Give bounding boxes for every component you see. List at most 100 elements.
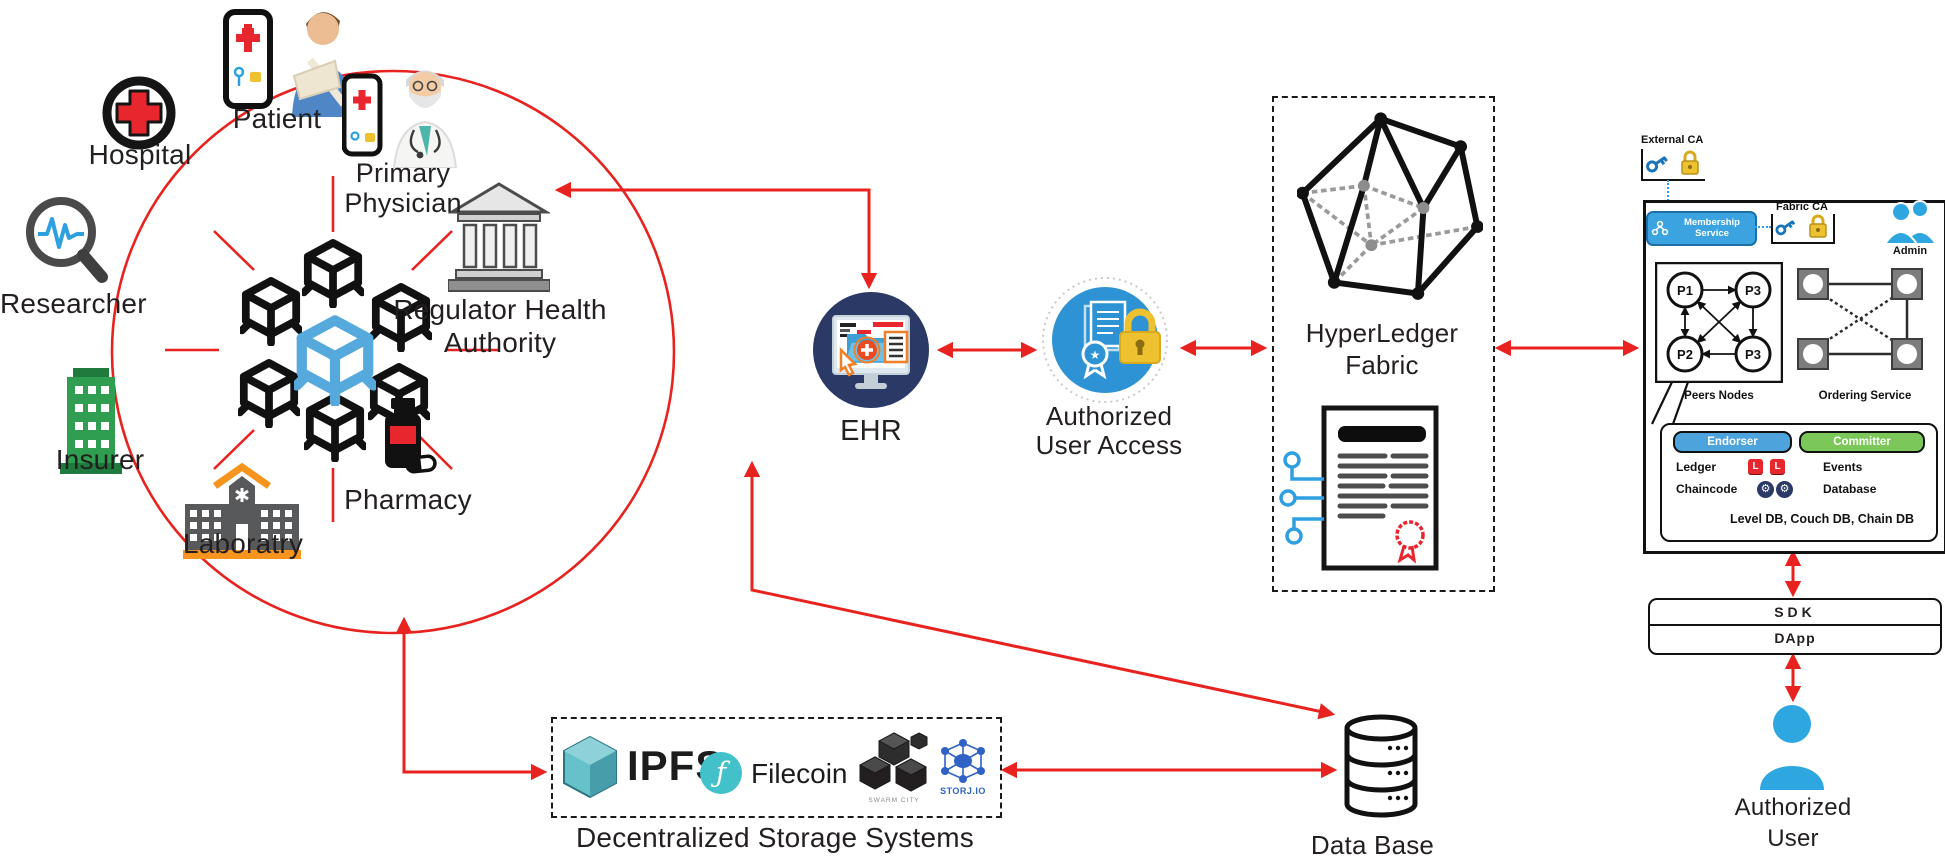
sdk-label: SDK	[1650, 600, 1940, 626]
capsule	[405, 454, 437, 474]
physician-beard	[409, 91, 441, 108]
hyperledger-label: HyperLedger Fabric	[1284, 317, 1480, 381]
hyperledger-icon	[1297, 112, 1483, 300]
ordering-service-caption: Ordering Service	[1818, 390, 1912, 402]
smart-contract-icon	[1279, 405, 1439, 571]
membership-service-label-2: Service	[1695, 227, 1729, 239]
primary-physician-label-2: Physician	[344, 188, 462, 218]
pharmacy-label: Pharmacy	[344, 484, 472, 515]
peers-nodes-diagram: P1 P3 P2 P3	[1655, 262, 1783, 383]
authorized-user-label-2: User	[1767, 825, 1819, 852]
regulator-label-1: Regulator Health	[393, 294, 607, 325]
spoke-physician	[411, 230, 453, 271]
admin-label: Admin	[1892, 245, 1928, 257]
hospital-label: Hospital	[88, 139, 192, 170]
key-icon	[1775, 220, 1796, 236]
ipfs-icon	[563, 736, 617, 798]
stakeholder-ring	[110, 69, 676, 635]
ordering-service-diagram	[1797, 268, 1923, 370]
medical-star	[235, 488, 249, 502]
primary-physician-label-1: Primary	[355, 158, 451, 188]
insurer-label: Insurer	[55, 444, 145, 475]
authorized-user-label: Authorized User	[1700, 792, 1886, 854]
patient-label: Patient	[232, 103, 322, 134]
peer-p2: P2	[1677, 347, 1693, 362]
endorser-pill: Endorser	[1673, 431, 1792, 453]
peer-p3-top: P3	[1745, 283, 1761, 298]
patient-icon	[223, 9, 356, 117]
committer-pill: Committer	[1799, 431, 1925, 453]
laboratry-label: Laboratry	[182, 528, 304, 559]
auth-access-label-1: Authorized	[1045, 401, 1173, 431]
chaincode-gear-icon: ⚙	[1757, 481, 1774, 498]
phone-lock-icon	[250, 72, 261, 82]
swarm-city-caption: SWARM CITY	[868, 797, 920, 804]
chaincode-gear-icon: ⚙	[1776, 481, 1793, 498]
filecoin-icon: ƒ	[700, 752, 742, 794]
record-list	[883, 330, 909, 364]
cursor-icon	[839, 346, 858, 377]
membership-icon	[1651, 220, 1669, 235]
regulator-icon	[448, 182, 550, 292]
hyperledger-label-2: Fabric	[1345, 350, 1419, 380]
authorized-user-access-label: Authorized User Access	[1018, 402, 1200, 460]
red-cross	[115, 89, 163, 137]
database-label: Data Base	[1310, 830, 1435, 858]
membership-fabricca-link	[1755, 226, 1771, 228]
arrow-circle-storage	[395, 616, 548, 781]
membership-service-box: Membership Service	[1646, 211, 1757, 246]
auth-access-label-2: User Access	[1035, 430, 1183, 460]
medical-cross	[861, 344, 873, 356]
hyperledger-label-1: HyperLedger	[1305, 318, 1459, 348]
db-list-label: Level DB, Couch DB, Chain DB	[1729, 512, 1915, 526]
peer-p1: P1	[1677, 283, 1693, 298]
fabric-ca-block	[1771, 214, 1835, 244]
authorized-user-icon	[1760, 705, 1824, 790]
storj-icon	[941, 739, 985, 783]
fabric-ca-label: Fabric CA	[1776, 201, 1828, 213]
sdk-dapp-box: SDK DApp	[1648, 598, 1942, 655]
admin-icon	[1884, 200, 1936, 244]
filecoin-glyph: ƒ	[710, 756, 731, 789]
hyperledger-box	[1272, 96, 1495, 592]
researcher-label: Researcher	[0, 288, 147, 319]
primary-physician-label: Primary Physician	[338, 158, 468, 218]
ledger-badge-icon: L	[1748, 459, 1763, 474]
peer-detail-callout	[1651, 381, 1690, 425]
ledger-label: Ledger	[1676, 460, 1717, 474]
researcher-icon	[26, 197, 108, 283]
roof-chevron	[212, 462, 272, 489]
stethoscope	[409, 129, 441, 154]
pharmacy-icon	[385, 398, 437, 474]
authorized-user-access-icon: ★	[1042, 277, 1168, 403]
key-icon	[1646, 156, 1668, 173]
chaincode-label: Chaincode	[1676, 482, 1738, 496]
regulator-label: Regulator Health Authority	[388, 293, 612, 359]
external-ca-block	[1641, 149, 1705, 181]
phone-cross-icon	[353, 90, 371, 110]
ribbon-badge	[1081, 340, 1109, 368]
storj-wordmark: STORJ.IO	[940, 786, 986, 796]
magnifier-handle	[77, 249, 108, 283]
seal-icon	[1395, 520, 1425, 550]
phone-cross-icon	[236, 24, 260, 52]
insurer-icon	[60, 368, 122, 474]
database-icon	[1344, 714, 1418, 818]
storage-caption: Decentralized Storage Systems	[576, 822, 974, 853]
phone-lock-icon	[365, 133, 375, 142]
padlock-shackle	[1124, 308, 1156, 332]
laboratry-icon	[183, 462, 301, 559]
spoke-hospital	[213, 230, 255, 271]
arrow-circle-ehr	[554, 181, 878, 290]
external-ca-label: External CA	[1641, 134, 1704, 146]
arrow-ehr-database	[743, 460, 1336, 720]
peer-p3-bottom: P3	[1745, 347, 1761, 362]
circuit-nodes	[1279, 451, 1324, 545]
badge-star-icon: ★	[1090, 348, 1101, 362]
external-ca-link	[1667, 180, 1669, 212]
bottle-label	[390, 426, 416, 444]
membership-service-label-1: Membership	[1684, 217, 1740, 229]
database-label: Database	[1823, 482, 1877, 496]
